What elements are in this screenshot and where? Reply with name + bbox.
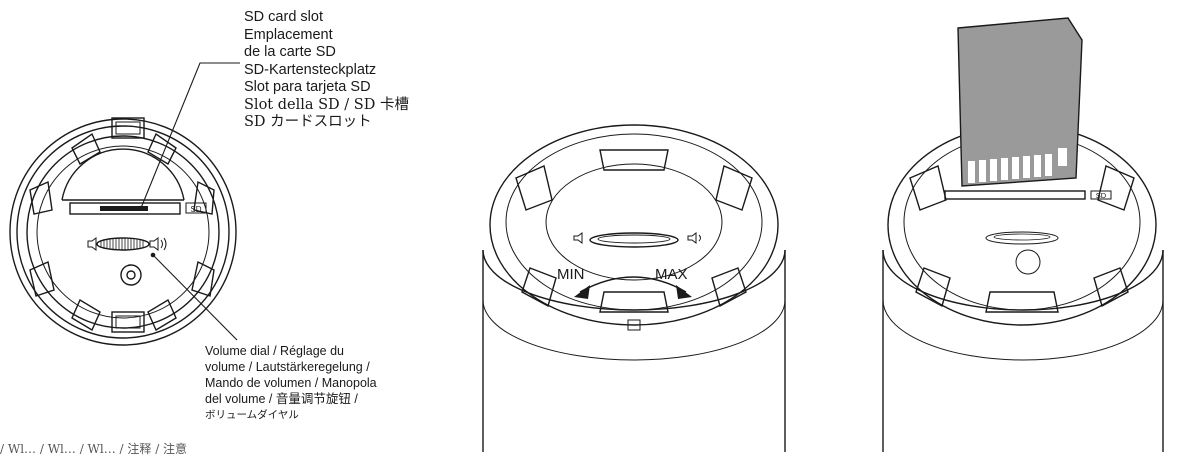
sd-label-line: Emplacement: [244, 26, 333, 43]
sd-slot: [69, 202, 181, 215]
min-label: MIN: [557, 266, 585, 283]
max-label: MAX: [655, 266, 688, 283]
min-max-arrow: [579, 276, 687, 293]
bottom-clip: [111, 311, 145, 333]
sd-slot-perspective: [944, 190, 1086, 200]
sd-label-line: SD カードスロット: [244, 114, 372, 130]
dial-range-panel: [482, 124, 786, 452]
clipped-footer-text: / Wl… / Wl… / Wl… / 注释 / 注意: [0, 442, 188, 456]
sd-label-line: de la carte SD: [244, 44, 336, 60]
sd-label-line: Slot della SD / SD 卡槽: [244, 96, 409, 113]
volume-dial: [96, 237, 150, 251]
volume-dial-perspective: [589, 232, 679, 248]
sd-card: [957, 17, 1083, 187]
sd-label-line: Slot para tarjeta SD: [244, 79, 371, 95]
sd-leader-line: [140, 62, 240, 209]
card-insert-panel: [882, 17, 1164, 452]
vol-label-line: Mando de volumen / Manopola: [205, 376, 377, 390]
sd-marking-2: SD: [1096, 191, 1107, 200]
vol-label-line: Volume dial / Réglage du: [205, 344, 344, 358]
vol-label-line: del volume / 音量调节旋钮 /: [205, 392, 358, 406]
volume-dial-label: Volume dial / Réglage du volume / Lautst…: [205, 343, 377, 423]
top-clip: [111, 117, 145, 139]
volume-leader-line: [152, 254, 238, 341]
sd-label-line: SD card slot: [244, 9, 323, 25]
speaker-low-icon: [87, 237, 97, 251]
vol-label-line: volume / Lautstärkeregelung /: [205, 360, 370, 374]
vol-label-line: ボリュームダイヤル: [205, 409, 299, 421]
sd-slot-label: SD card slot Emplacement de la carte SD …: [244, 9, 409, 132]
sd-marking-1: SD: [190, 205, 201, 214]
top-view-panel: [9, 62, 240, 346]
sd-label-line: SD-Kartensteckplatz: [244, 61, 377, 78]
speaker-high-icon: [149, 237, 159, 251]
